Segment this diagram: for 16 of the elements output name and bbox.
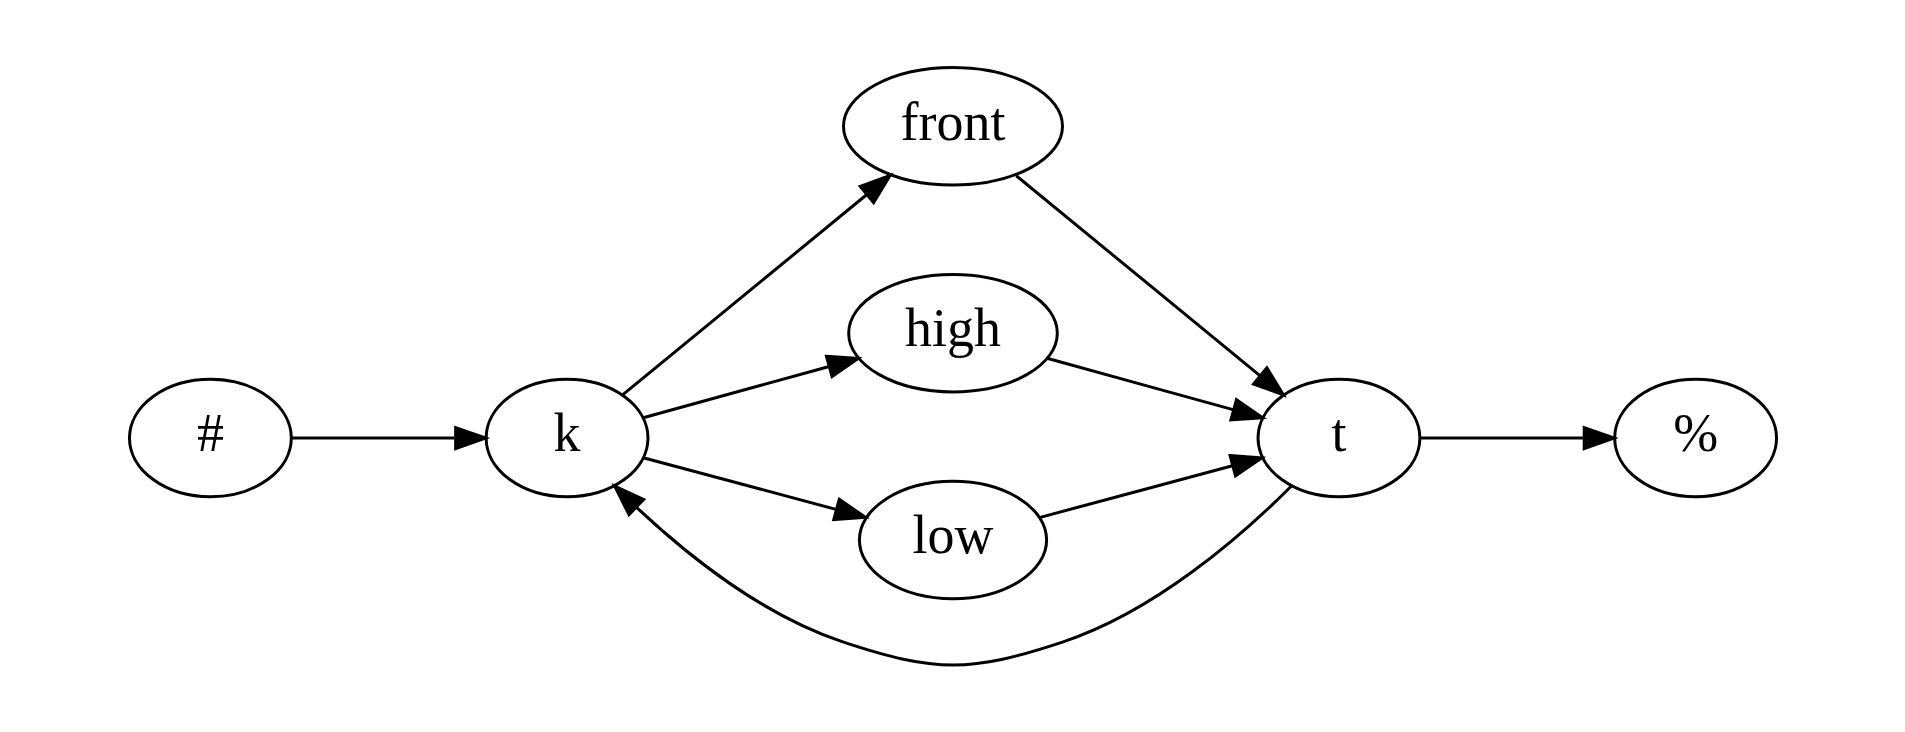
node-ellipse: # — [127, 377, 293, 499]
node-ellipse: % — [1612, 377, 1778, 499]
arrow — [1014, 174, 1287, 398]
arrow — [611, 483, 1292, 667]
arrow — [1047, 357, 1267, 422]
arrow — [621, 172, 894, 396]
arrow — [1038, 453, 1266, 520]
node-ellipse: low — [857, 479, 1048, 601]
arrow — [291, 425, 490, 451]
node-ellipse: t — [1256, 377, 1421, 499]
node-ellipse: high — [846, 272, 1059, 394]
arrow — [642, 354, 862, 420]
arrow — [1420, 425, 1619, 451]
node-ellipse: front — [841, 66, 1064, 187]
arrow — [643, 456, 870, 522]
node-ellipse: k — [484, 377, 649, 499]
